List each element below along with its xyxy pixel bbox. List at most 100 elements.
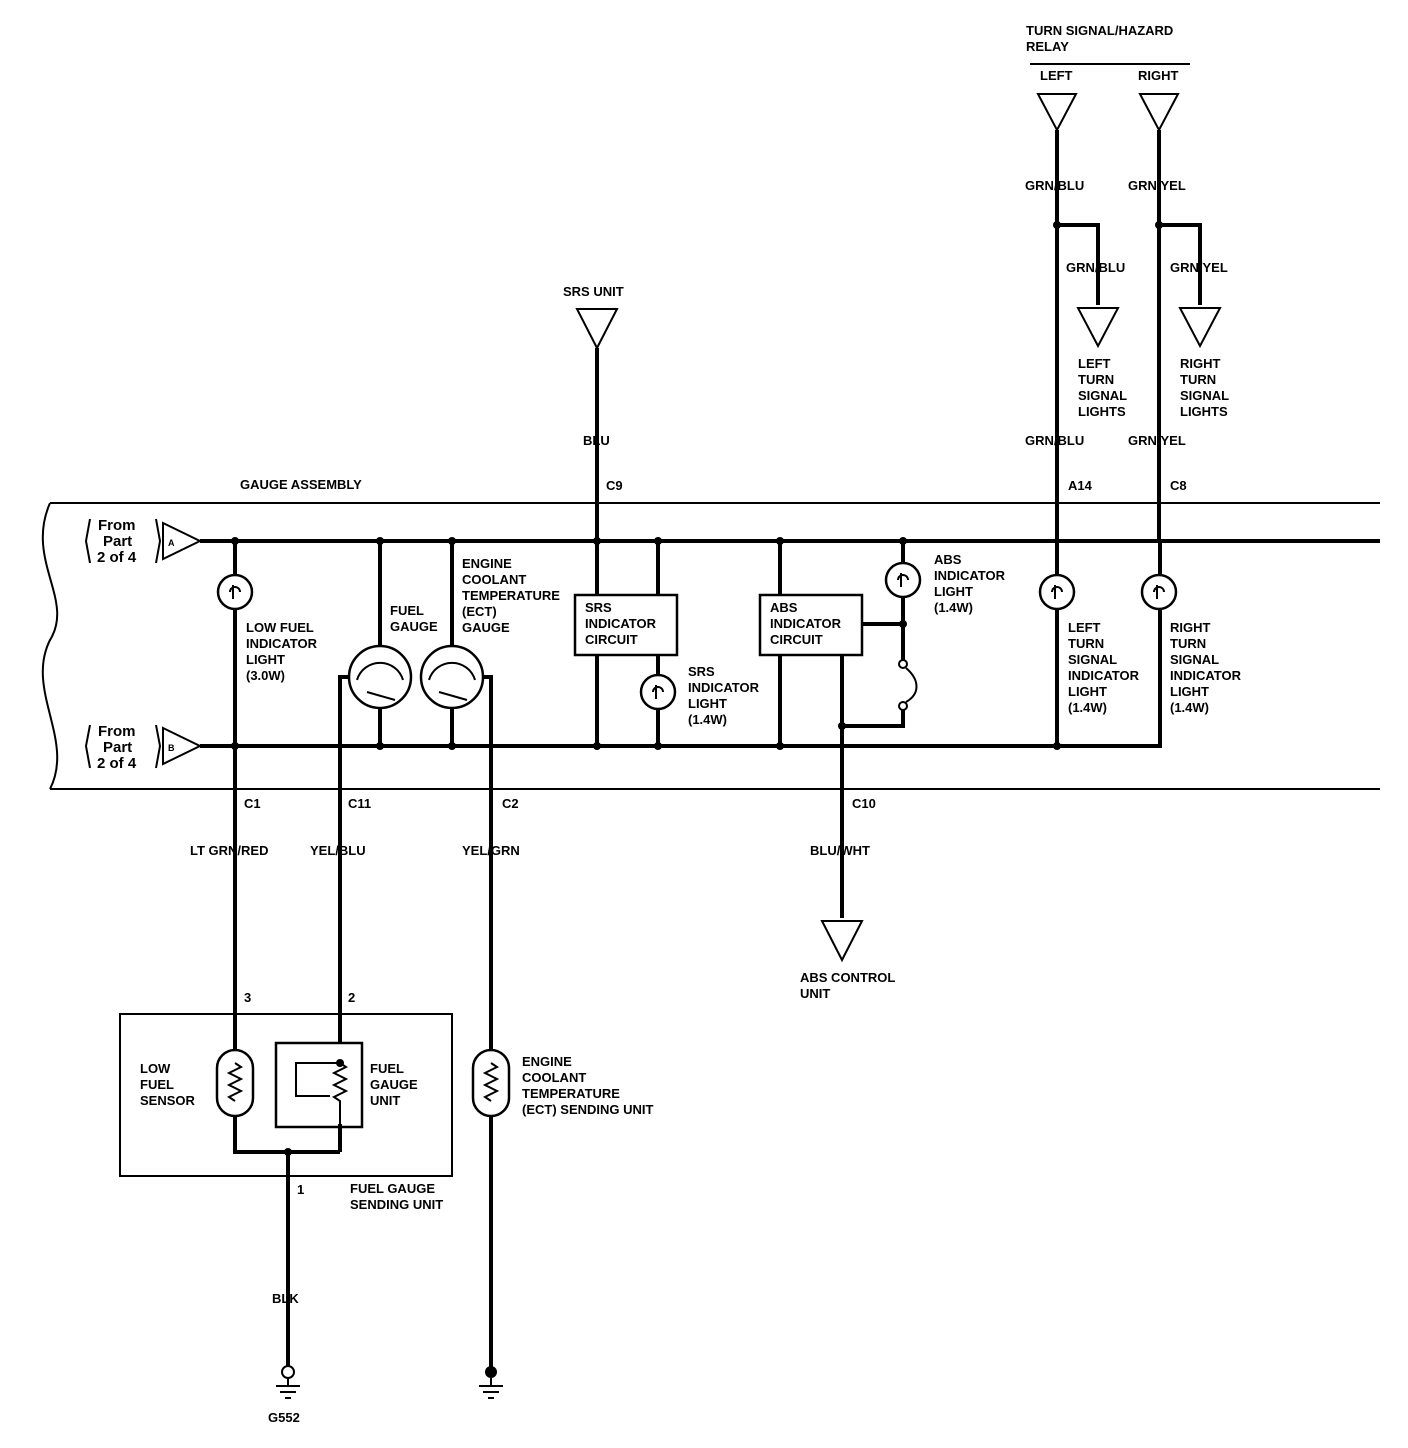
ground-label: G552 bbox=[268, 1410, 300, 1425]
gauge-assembly-break bbox=[41, 502, 59, 790]
svg-text:SIGNAL: SIGNAL bbox=[1180, 388, 1229, 403]
svg-text:UNIT: UNIT bbox=[370, 1093, 400, 1108]
ect-gauge-label: ENGINE COOLANT TEMPERATURE (ECT) GAUGE bbox=[462, 556, 560, 635]
svg-text:INDICATOR: INDICATOR bbox=[1068, 668, 1140, 683]
connector-c10: C10 bbox=[852, 796, 876, 811]
svg-text:LIGHT: LIGHT bbox=[1068, 684, 1107, 699]
svg-text:RIGHT: RIGHT bbox=[1180, 356, 1221, 371]
svg-text:TEMPERATURE: TEMPERATURE bbox=[462, 588, 560, 603]
left-turn-indicator-bulb-icon bbox=[1038, 573, 1076, 611]
low-fuel-indicator-bulb-icon bbox=[216, 573, 254, 611]
fuel-sending-unit-label: FUEL GAUGE SENDING UNIT bbox=[350, 1181, 443, 1212]
svg-text:GRN/YEL: GRN/YEL bbox=[1170, 260, 1228, 275]
svg-text:UNIT: UNIT bbox=[800, 986, 830, 1001]
svg-text:LOW FUEL: LOW FUEL bbox=[246, 620, 314, 635]
svg-text:FUEL: FUEL bbox=[140, 1077, 174, 1092]
svg-text:INDICATOR: INDICATOR bbox=[770, 616, 842, 631]
right-turn-indicator-label: RIGHT TURN SIGNAL INDICATOR LIGHT (1.4W) bbox=[1170, 620, 1242, 715]
svg-text:SENSOR: SENSOR bbox=[140, 1093, 196, 1108]
svg-text:GAUGE: GAUGE bbox=[390, 619, 438, 634]
svg-text:LT GRN/RED: LT GRN/RED bbox=[190, 843, 268, 858]
svg-text:RIGHT: RIGHT bbox=[1138, 68, 1179, 83]
svg-text:YEL/BLU: YEL/BLU bbox=[310, 843, 366, 858]
relay-left-terminal-icon bbox=[1036, 93, 1078, 133]
abs-control-terminal-icon bbox=[820, 920, 864, 963]
svg-text:SIGNAL: SIGNAL bbox=[1078, 388, 1127, 403]
svg-text:GRN/YEL: GRN/YEL bbox=[1128, 178, 1186, 193]
variable-resistor-icon bbox=[295, 1062, 349, 1124]
wire-yel-blu bbox=[338, 675, 349, 1063]
svg-text:2 of 4: 2 of 4 bbox=[97, 755, 137, 772]
svg-text:1: 1 bbox=[297, 1182, 304, 1197]
svg-text:From: From bbox=[98, 517, 136, 534]
connector-c9: C9 bbox=[606, 478, 623, 493]
from-part-b: From Part 2 of 4 B bbox=[84, 723, 203, 772]
svg-text:TURN: TURN bbox=[1078, 372, 1114, 387]
svg-text:CIRCUIT: CIRCUIT bbox=[585, 632, 638, 647]
svg-text:RIGHT: RIGHT bbox=[1170, 620, 1211, 635]
svg-text:GRN/YEL: GRN/YEL bbox=[1128, 433, 1186, 448]
svg-text:LIGHT: LIGHT bbox=[688, 696, 727, 711]
turn-signal-relay: TURN SIGNAL/HAZARD RELAY LEFT RIGHT bbox=[1026, 23, 1190, 133]
svg-text:BLK: BLK bbox=[272, 1291, 299, 1306]
svg-text:ABS: ABS bbox=[934, 552, 962, 567]
right-turn-indicator-bulb-icon bbox=[1140, 573, 1178, 611]
gauge-assembly-label: GAUGE ASSEMBLY bbox=[240, 477, 362, 492]
srs-unit-terminal-icon bbox=[575, 308, 619, 351]
svg-text:A: A bbox=[168, 538, 175, 548]
svg-text:YEL/GRN: YEL/GRN bbox=[462, 843, 520, 858]
relay-right-terminal-icon bbox=[1138, 93, 1180, 133]
abs-indicator-circuit bbox=[758, 593, 864, 657]
svg-text:SIGNAL: SIGNAL bbox=[1170, 652, 1219, 667]
svg-text:GRN/BLU: GRN/BLU bbox=[1025, 178, 1084, 193]
srs-indicator-bulb-icon bbox=[639, 673, 677, 711]
svg-text:FUEL GAUGE: FUEL GAUGE bbox=[350, 1181, 435, 1196]
svg-text:TURN SIGNAL/HAZARD: TURN SIGNAL/HAZARD bbox=[1026, 23, 1173, 38]
fuel-gauge-unit bbox=[274, 1041, 364, 1129]
connector-c1: C1 bbox=[244, 796, 261, 811]
svg-text:(1.4W): (1.4W) bbox=[934, 600, 973, 615]
ect-sending-unit-label: ENGINE COOLANT TEMPERATURE (ECT) SENDING… bbox=[522, 1054, 654, 1117]
right-turn-signal-lights-label: RIGHT TURN SIGNAL LIGHTS bbox=[1180, 356, 1229, 419]
fuel-gauge-unit-label: FUEL GAUGE UNIT bbox=[370, 1061, 418, 1108]
svg-text:COOLANT: COOLANT bbox=[522, 1070, 586, 1085]
arrow-b-icon bbox=[162, 726, 203, 766]
srs-unit-label: SRS UNIT bbox=[563, 284, 624, 299]
svg-text:LEFT: LEFT bbox=[1068, 620, 1101, 635]
ect-ground-icon bbox=[479, 1378, 503, 1399]
svg-text:GAUGE: GAUGE bbox=[462, 620, 510, 635]
svg-text:FUEL: FUEL bbox=[390, 603, 424, 618]
svg-text:ABS: ABS bbox=[770, 600, 798, 615]
svg-text:TURN: TURN bbox=[1170, 636, 1206, 651]
svg-text:LEFT: LEFT bbox=[1078, 356, 1111, 371]
svg-text:2 of 4: 2 of 4 bbox=[97, 549, 137, 566]
connector-c2: C2 bbox=[502, 796, 519, 811]
svg-text:BLU: BLU bbox=[583, 433, 610, 448]
connector-c8: C8 bbox=[1170, 478, 1187, 493]
svg-text:(1.4W): (1.4W) bbox=[688, 712, 727, 727]
low-fuel-sensor-label: LOW FUEL SENSOR bbox=[140, 1061, 196, 1108]
svg-text:(1.4W): (1.4W) bbox=[1170, 700, 1209, 715]
svg-text:SIGNAL: SIGNAL bbox=[1068, 652, 1117, 667]
abs-indicator-bulb-icon bbox=[884, 561, 922, 599]
svg-text:(ECT): (ECT) bbox=[462, 604, 497, 619]
svg-text:(1.4W): (1.4W) bbox=[1068, 700, 1107, 715]
svg-text:INDICATOR: INDICATOR bbox=[246, 636, 318, 651]
from-part-a: From Part 2 of 4 A bbox=[84, 517, 203, 566]
svg-text:INDICATOR: INDICATOR bbox=[1170, 668, 1242, 683]
svg-text:INDICATOR: INDICATOR bbox=[934, 568, 1006, 583]
connector-a14: A14 bbox=[1068, 478, 1093, 493]
fuel-gauge-label: FUEL GAUGE bbox=[390, 603, 438, 634]
svg-text:LIGHT: LIGHT bbox=[246, 652, 285, 667]
svg-text:BLU/WHT: BLU/WHT bbox=[810, 843, 870, 858]
svg-text:From: From bbox=[98, 723, 136, 740]
svg-text:Part: Part bbox=[103, 739, 132, 756]
low-fuel-indicator-label: LOW FUEL INDICATOR LIGHT (3.0W) bbox=[246, 620, 318, 683]
svg-text:LIGHT: LIGHT bbox=[934, 584, 973, 599]
svg-text:LIGHTS: LIGHTS bbox=[1180, 404, 1228, 419]
svg-text:TURN: TURN bbox=[1180, 372, 1216, 387]
svg-text:SRS: SRS bbox=[585, 600, 612, 615]
srs-indicator-light-label: SRS INDICATOR LIGHT (1.4W) bbox=[688, 664, 760, 727]
